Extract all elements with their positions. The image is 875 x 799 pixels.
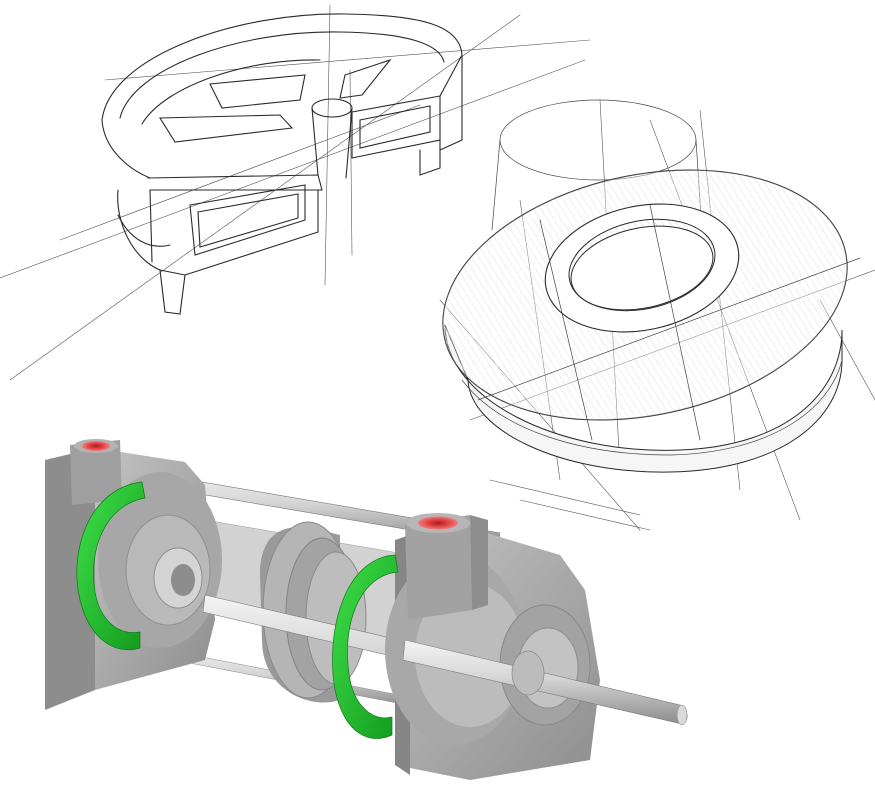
- right-o-ring: [332, 554, 399, 739]
- right-end-cap: [332, 513, 688, 780]
- cylinder-cutaway-render: [45, 439, 688, 780]
- left-port: [82, 441, 110, 451]
- left-end-cap: [45, 439, 222, 710]
- sketch-flanged-bushing: [439, 99, 875, 531]
- left-o-ring: [76, 481, 146, 650]
- right-port: [418, 516, 458, 530]
- sketch-cutaway-housing: [0, 4, 591, 381]
